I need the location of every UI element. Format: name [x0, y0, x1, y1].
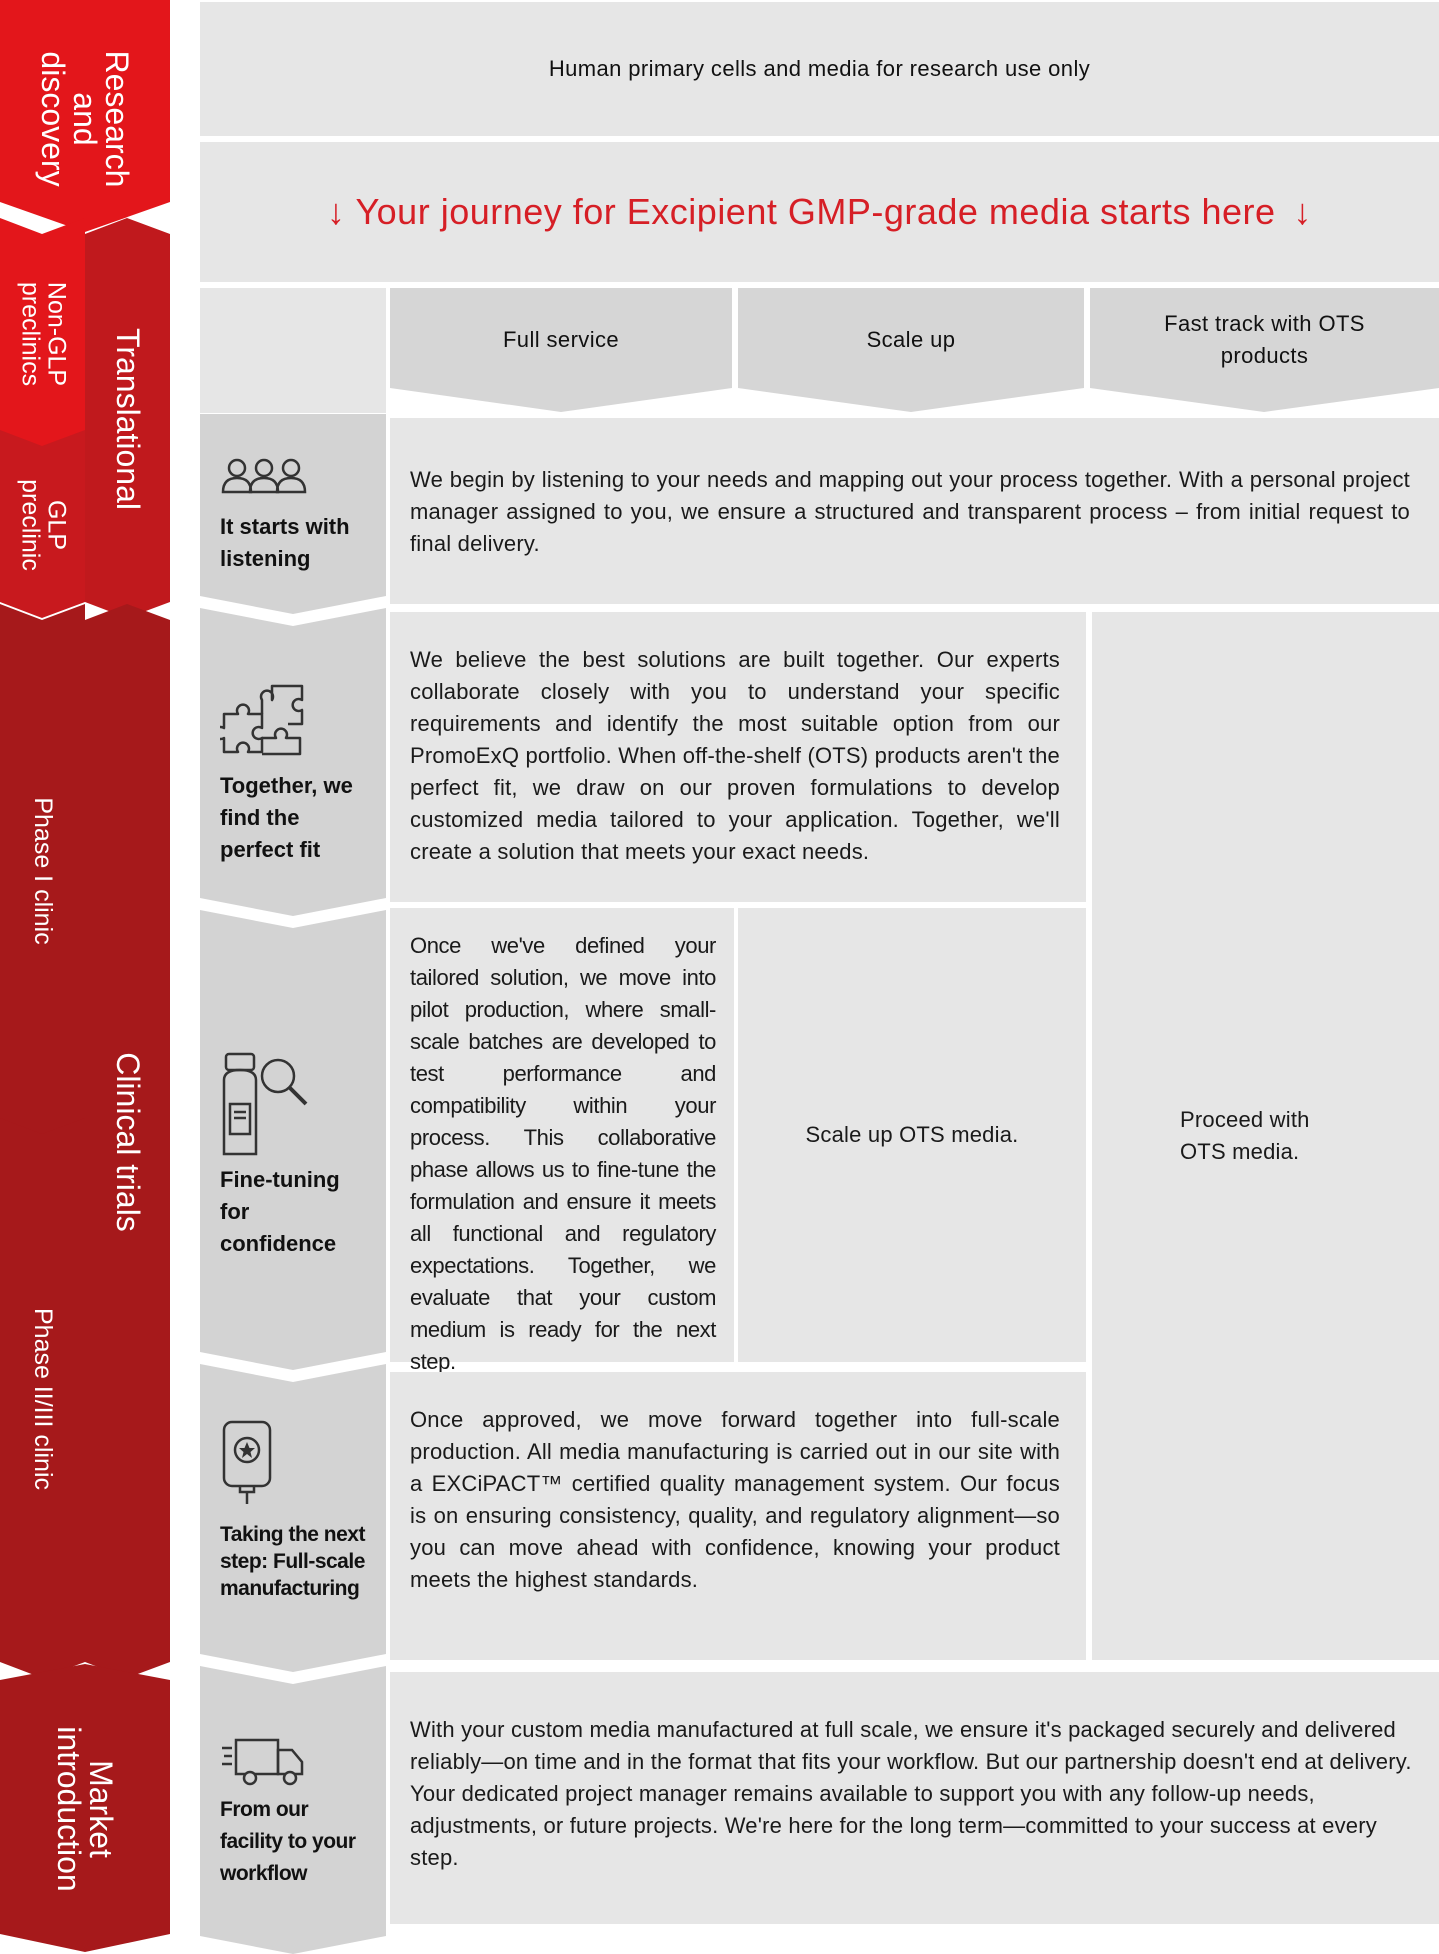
header-corner [200, 288, 386, 413]
fast-track-panel: Proceed with OTS media. [1092, 612, 1439, 1660]
phase-clinical-label: Clinical trials [109, 1052, 146, 1232]
down-arrow-icon: ↓ [1293, 191, 1313, 232]
phase-2-3-label: Phase II/III clinic [28, 1307, 57, 1491]
phase-clinical-trials: Clinical trials [85, 604, 170, 1680]
column-header-full-service: Full service [390, 288, 732, 412]
media-bag-icon [222, 1420, 272, 1504]
phase-translational-label: Translational [109, 327, 146, 511]
step-2-panel: We believe the best solutions are built … [390, 612, 1086, 902]
phase-market-label: Market introduction [51, 1726, 119, 1892]
step-5-label: From our facility to your workflow [220, 1798, 356, 1885]
phase-2-3-clinic: Phase II/III clinic [0, 1118, 85, 1680]
step-5-text: With your custom media manufactured at f… [410, 1717, 1412, 1870]
column-header-scale-up-label: Scale up [866, 327, 956, 352]
puzzle-icon [220, 684, 304, 756]
step-column-arrows [200, 414, 386, 1954]
ruo-banner-text: Human primary cells and media for resear… [548, 56, 1091, 81]
step-2-label: Together, we find the perfect fit [220, 773, 353, 862]
step-3-panel: Once we've defined your tailored solutio… [390, 908, 734, 1374]
step-1-text: We begin by listening to your needs and … [410, 467, 1410, 556]
step-1-label: It starts with listening [220, 514, 350, 571]
fast-track-text: Proceed with OTS media. [1180, 1107, 1310, 1164]
column-header-full-service-label: Full service [502, 327, 620, 352]
step-2-text: We believe the best solutions are built … [410, 647, 1060, 864]
phase-translational: Translational [85, 218, 170, 620]
column-header-fast-track-label: Fast track with OTS products [1164, 311, 1365, 368]
column-header-scale-up: Scale up [738, 288, 1084, 412]
step-1-panel: We begin by listening to your needs and … [390, 418, 1439, 604]
ruo-banner: Human primary cells and media for resear… [200, 2, 1439, 136]
step-5-panel: With your custom media manufactured at f… [390, 1672, 1439, 1924]
step-4-label: Taking the next step: Full-scale manufac… [220, 1523, 365, 1600]
phase-market-introduction: Market introduction [0, 1664, 170, 1954]
phase-1-label: Phase I clinic [28, 797, 57, 945]
step-3-text: Once we've defined your tailored solutio… [410, 933, 716, 1374]
phase-research-discovery: Research and discovery [0, 0, 170, 238]
phase-1-clinic: Phase I clinic [0, 604, 85, 1138]
column-header-fast-track: Fast track with OTS products [1090, 288, 1439, 412]
step-4-panel: Once approved, we move forward together … [390, 1372, 1086, 1660]
journey-title: Your journey for Excipient GMP-grade med… [355, 191, 1276, 232]
journey-banner: ↓ Your journey for Excipient GMP-grade m… [200, 142, 1439, 282]
people-icon [221, 458, 307, 494]
phase-glp-label: GLP preclinic [15, 479, 70, 571]
delivery-truck-icon [222, 1738, 304, 1786]
phase-glp-preclinic: GLP preclinic [0, 430, 85, 620]
bottle-magnifier-icon [222, 1052, 308, 1156]
phase-non-glp-preclinics: Non-GLP preclinics [0, 218, 85, 450]
step-4-text: Once approved, we move forward together … [410, 1407, 1060, 1592]
phase-research-label: Research and discovery [35, 50, 135, 188]
phase-non-glp-label: Non-GLP preclinics [15, 281, 70, 387]
scale-up-panel: Scale up OTS media. [738, 908, 1086, 1362]
step-3-label: Fine-tuning for confidence [220, 1167, 340, 1256]
scale-up-text: Scale up OTS media. [805, 1122, 1019, 1147]
down-arrow-icon: ↓ [326, 191, 346, 232]
